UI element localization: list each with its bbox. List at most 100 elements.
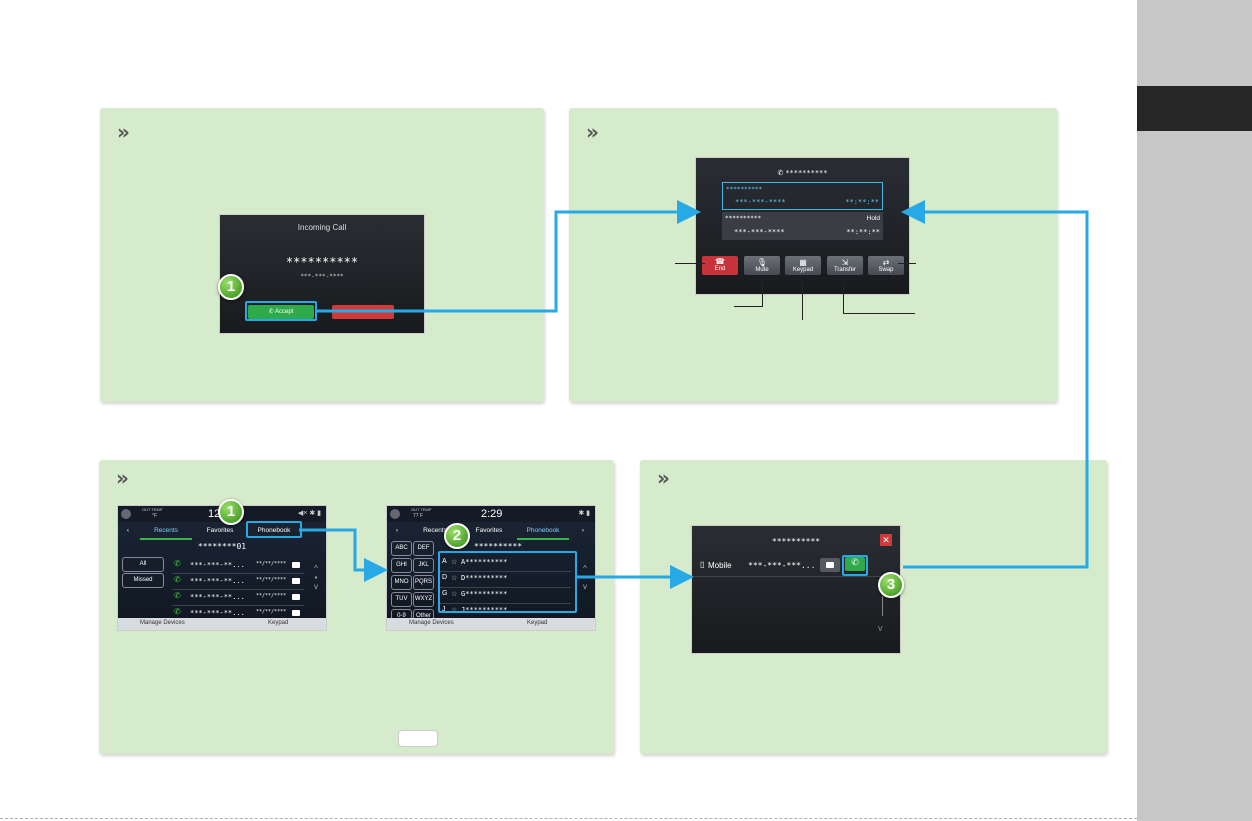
outgoing-call-icon: ✆ xyxy=(174,559,181,568)
active-call-screen: ✆ ********** ********** ***-***-**** **:… xyxy=(695,157,910,295)
volume-mute-icon: ◀× ✱ ▮ xyxy=(297,510,321,517)
index-pqrs[interactable]: PQRS xyxy=(413,575,434,590)
mobile-icon: ▯ xyxy=(700,560,705,569)
mute-button[interactable]: 🎙Mute xyxy=(744,256,780,275)
chapter-tab xyxy=(1137,86,1252,131)
hang-up-icon: ☎ xyxy=(715,257,725,266)
held-line[interactable]: ********** Hold ***-***-**** **:**:** xyxy=(722,212,883,240)
row-date: **/**/**** xyxy=(256,577,287,583)
arrow-recents-to-phonebook xyxy=(299,528,388,582)
caller-name: ********** xyxy=(285,255,359,269)
callout-keypad xyxy=(802,280,803,320)
list-item[interactable]: ✆ ***-***-**... **/**/**** xyxy=(172,589,304,606)
index-def[interactable]: DEF xyxy=(413,541,434,556)
arrow-accept-to-active xyxy=(315,200,701,313)
row-date: **/**/**** xyxy=(256,593,287,599)
row-number: ***-***-**... xyxy=(190,577,245,585)
keypad-button[interactable]: Keypad xyxy=(527,620,548,626)
message-icon[interactable] xyxy=(292,594,300,600)
page-ref-box xyxy=(398,730,438,747)
side-chapter-bar xyxy=(1137,0,1252,821)
index-mno[interactable]: MNO xyxy=(391,575,412,590)
tab-recents[interactable]: Recents xyxy=(423,527,447,534)
panel-contact-call: » ********** ✕ ▯ Mobile ***-***-***... ✆… xyxy=(640,460,1107,754)
keypad-button[interactable]: Keypad xyxy=(268,620,289,626)
home-icon[interactable] xyxy=(121,509,131,519)
tab-favorites[interactable]: Favorites xyxy=(206,527,234,534)
list-item[interactable]: ✆ ***-***-**... **/**/**** xyxy=(172,557,304,574)
list-item[interactable]: G ☆ G********** xyxy=(439,587,571,604)
outgoing-call-icon: ✆ xyxy=(174,607,181,616)
contact-name: ********** xyxy=(473,542,523,551)
step-badge: 2 xyxy=(444,523,470,549)
tab-favorites[interactable]: Favorites xyxy=(475,527,503,534)
chevron-down-icon[interactable]: v xyxy=(878,623,883,633)
microphone-icon: 🎙 xyxy=(756,258,768,267)
active-line[interactable]: ********** ***-***-**** **:**:** xyxy=(722,182,883,210)
chevron-double-icon: » xyxy=(657,466,670,490)
message-icon[interactable] xyxy=(292,578,300,584)
star-icon: ☆ xyxy=(451,575,458,582)
chevron-double-icon: » xyxy=(117,120,130,144)
transfer-label: Transfer xyxy=(833,267,857,273)
panel-incoming-call: » Incoming Call ********** ***-***-**** … xyxy=(100,108,544,402)
arrow-call-to-active xyxy=(901,200,1089,569)
bottom-bar: Manage Devices Keypad xyxy=(387,618,595,630)
phonebook-screen: OUT TEMP 77 F 2:29 ✱ ▮ ‹ Recents Favorit… xyxy=(386,505,596,631)
row-letter: J xyxy=(442,606,446,613)
callout-swap xyxy=(898,263,916,264)
chevron-left-icon[interactable]: ‹ xyxy=(126,527,130,534)
manage-devices-button[interactable]: Manage Devices xyxy=(140,620,185,626)
contact-screen: ********** ✕ ▯ Mobile ***-***-***... ✆ v xyxy=(691,525,901,654)
status-bar: OUT TEMP 77 F 2:29 ✱ ▮ xyxy=(387,506,595,522)
contact-name: ********01 xyxy=(197,542,247,551)
incoming-title: Incoming Call xyxy=(297,223,347,232)
index-ghi[interactable]: GHI xyxy=(391,558,412,573)
tab-recents[interactable]: Recents xyxy=(140,523,192,540)
phone-icon: ✆ xyxy=(777,170,784,177)
index-wxyz[interactable]: WXYZ xyxy=(413,592,434,607)
call-button[interactable]: ✆ xyxy=(845,557,865,571)
end-call-button[interactable]: ☎End xyxy=(702,256,738,275)
contact-name: ********** xyxy=(771,537,821,546)
message-icon xyxy=(826,562,834,568)
row-number: ***-***-**... xyxy=(190,593,245,601)
index-abc[interactable]: ABC xyxy=(391,541,412,556)
step-badge: 3 xyxy=(878,572,904,598)
filter-all[interactable]: All xyxy=(122,557,164,572)
chevron-left-icon[interactable]: ‹ xyxy=(395,527,399,534)
manage-devices-button[interactable]: Manage Devices xyxy=(409,620,454,626)
transfer-icon: ⇲ xyxy=(841,258,849,267)
line1-number: ***-***-**** xyxy=(735,198,786,206)
panel-phonebook: » OUT TEMP °F 12 ◀× ✱ ▮ ‹ Recents Favori… xyxy=(99,460,614,754)
callout-transfer-h xyxy=(843,313,915,314)
close-icon[interactable]: ✕ xyxy=(880,534,892,546)
line1-name: ********** xyxy=(726,186,763,193)
incoming-call-screen: Incoming Call ********** ***-***-**** ✆ … xyxy=(219,214,425,334)
tab-phonebook[interactable]: Phonebook xyxy=(517,523,569,540)
list-item[interactable]: A ☆ A********** xyxy=(439,555,571,572)
scrollbar[interactable] xyxy=(882,596,883,616)
tab-phonebook[interactable]: Phonebook xyxy=(257,527,291,534)
home-icon[interactable] xyxy=(390,509,400,519)
transfer-button[interactable]: ⇲Transfer xyxy=(827,256,863,275)
message-icon[interactable] xyxy=(292,610,300,616)
message-button[interactable] xyxy=(820,558,840,572)
callout-transfer-v xyxy=(843,280,844,313)
list-item[interactable]: D ☆ D********** xyxy=(439,571,571,588)
index-jkl[interactable]: JKL xyxy=(413,558,434,573)
swap-button[interactable]: ⇄Swap xyxy=(868,256,904,275)
scrollbar[interactable]: ^▪v xyxy=(314,564,318,591)
chevron-right-icon[interactable]: › xyxy=(581,527,585,534)
accept-button[interactable]: ✆ Accept xyxy=(248,305,314,319)
index-tuv[interactable]: TUV xyxy=(391,592,412,607)
keypad-button[interactable]: ▦Keypad xyxy=(785,256,821,275)
header-name: ********** xyxy=(785,169,828,177)
list-item[interactable]: ✆ ***-***-**... **/**/**** xyxy=(172,573,304,590)
message-icon[interactable] xyxy=(292,562,300,568)
row-name: A********** xyxy=(461,558,508,566)
temp-value: °F xyxy=(152,513,158,519)
line2-name: ********** xyxy=(725,215,762,222)
filter-missed[interactable]: Missed xyxy=(122,573,164,588)
phone-type: Mobile xyxy=(708,561,732,570)
